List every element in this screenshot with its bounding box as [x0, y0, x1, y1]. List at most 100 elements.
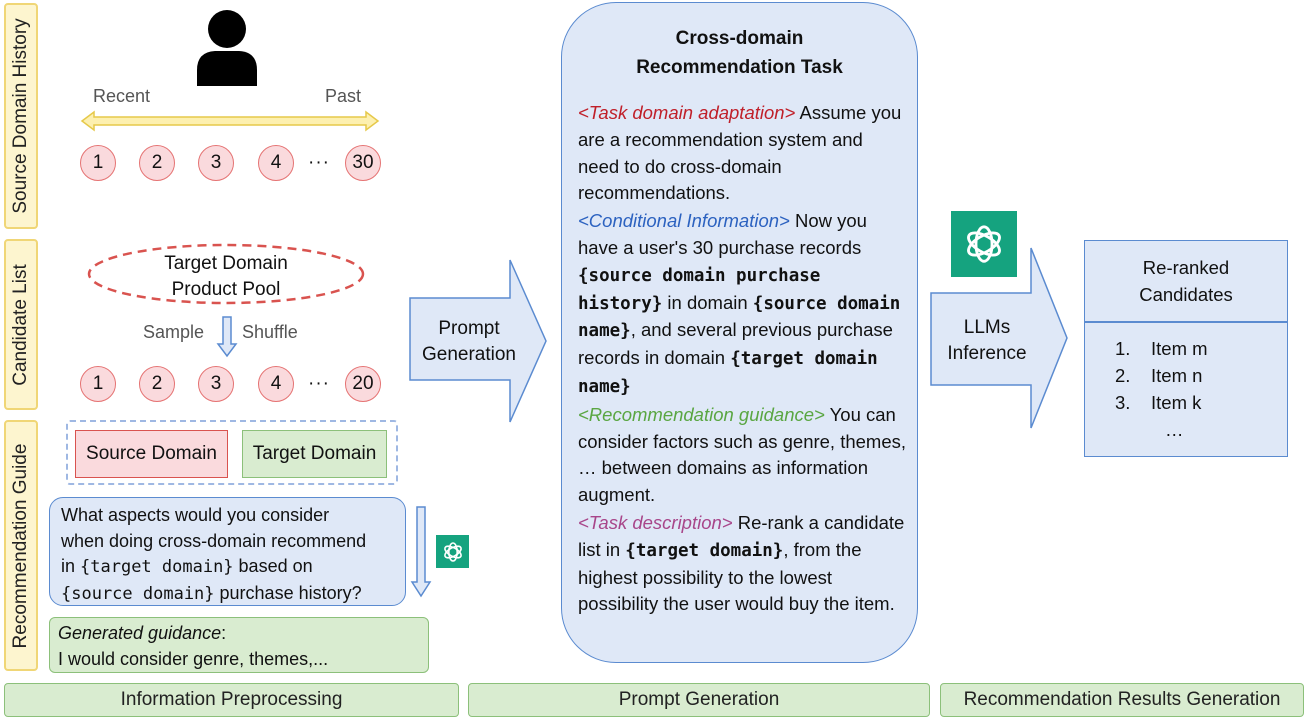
side-label-recommendation-guide: Recommendation Guide	[4, 420, 38, 671]
task-placeholder: {source domain purchase history}	[578, 265, 821, 314]
question-fragment: based on	[233, 556, 313, 576]
candidate-item: 1	[80, 366, 116, 402]
side-label-candidate-list: Candidate List	[4, 239, 38, 410]
generated-guidance-colon: :	[221, 623, 227, 643]
llm-inference-arrow	[930, 247, 1068, 429]
history-item: 1	[80, 145, 116, 181]
generated-guidance-label: Generated guidance	[58, 623, 222, 643]
shuffle-label: Shuffle	[242, 322, 298, 342]
side-label-text: Recommendation Guide	[10, 443, 31, 648]
prompt-generation-arrow-label: Prompt Generation	[410, 316, 528, 368]
question-code: {target domain}	[80, 557, 234, 577]
arrow-label-line: LLMs	[963, 317, 1011, 338]
ranked-item-label: Item n	[1151, 365, 1203, 386]
task-body: <Task domain adaptation> Assume you are …	[578, 100, 908, 618]
task-text: Now you have a user's 30 purchase record…	[578, 210, 867, 258]
reranked-candidates-box	[1084, 240, 1288, 457]
generated-guidance-text: Generated guidance: I would consider gen…	[58, 620, 428, 672]
ranked-item-number: 1.	[1115, 338, 1131, 359]
chatgpt-logo-icon	[436, 535, 469, 568]
question-code: {source domain}	[61, 583, 215, 604]
stage-prompt-generation: Prompt Generation	[468, 683, 930, 717]
ranked-item: 1. Item m	[1115, 338, 1208, 360]
task-text: You can consider factors such as genre, …	[578, 403, 907, 506]
timeline-double-arrow	[80, 110, 380, 132]
ranked-item-label: Item k	[1151, 392, 1202, 413]
recent-label: Recent	[93, 86, 151, 106]
task-title-line: Recommendation Task	[636, 57, 843, 78]
past-label: Past	[325, 86, 362, 106]
question-line: {source domain} purchase history?	[61, 581, 406, 608]
ranked-item-label: Item m	[1151, 338, 1208, 359]
generated-guidance-header: Generated guidance:	[58, 620, 428, 646]
task-title-line: Cross-domain	[675, 28, 804, 49]
question-line: What aspects would you consider	[61, 505, 330, 525]
question-fragment: purchase history?	[214, 582, 362, 603]
task-text: in domain	[662, 291, 753, 313]
tag-task-domain-adaptation: <Task domain adaptation>	[578, 102, 796, 123]
user-icon	[197, 10, 257, 86]
task-guidance-paragraph: <Recommendation guidance> You can consid…	[578, 402, 908, 509]
task-conditional-paragraph: <Conditional Information> Now you have a…	[578, 208, 908, 401]
task-panel	[561, 2, 918, 663]
tag-task-description: <Task description>	[578, 511, 733, 533]
guide-down-arrow-icon	[410, 506, 432, 598]
generated-guidance-content: I would consider genre, themes,...	[58, 649, 329, 669]
history-item: 2	[139, 145, 175, 181]
task-description-paragraph: <Task description> Re-rank a candidate l…	[578, 510, 908, 618]
target-pool-label: Target Domain Product Pool	[86, 251, 366, 303]
arrow-label-line: Prompt	[438, 318, 500, 339]
down-arrow-icon	[216, 316, 238, 358]
target-pool-ellipse	[87, 243, 365, 305]
question-fragment: in	[61, 556, 81, 576]
task-text: , and several previous purchase records …	[578, 319, 893, 369]
candidate-item: 3	[198, 366, 234, 402]
guide-question-bubble	[49, 497, 406, 606]
source-domain-box: Source Domain	[75, 430, 228, 478]
task-text: Assume you are a recommendation system a…	[578, 102, 902, 204]
candidate-item: 4	[258, 366, 294, 402]
ranked-item: 2. Item n	[1115, 365, 1202, 387]
chatgpt-logo-large-icon	[951, 211, 1017, 277]
pool-line: Target Domain	[164, 253, 288, 274]
task-adaptation-paragraph: <Task domain adaptation> Assume you are …	[578, 100, 908, 207]
target-domain-box: Target Domain	[242, 430, 387, 478]
arrow-label-line: Generation	[421, 344, 516, 365]
candidate-ellipsis: ···	[308, 373, 330, 394]
task-placeholder: {target domain name}	[578, 349, 878, 397]
reranked-title-line: Candidates	[1139, 284, 1233, 305]
tag-recommendation-guidance: <Recommendation guidance>	[578, 403, 825, 425]
arrow-label-line: Inference	[947, 343, 1027, 364]
sample-label: Sample	[143, 322, 205, 342]
stage-results-generation: Recommendation Results Generation	[940, 683, 1304, 717]
side-label-source-history: Source Domain History	[4, 3, 38, 229]
task-placeholder: {target domain}	[625, 540, 784, 561]
ranked-item-number: 2.	[1115, 365, 1131, 386]
question-line: in {target domain} based on	[61, 554, 406, 581]
generated-guidance-box	[49, 617, 429, 673]
stage-information-preprocessing: Information Preprocessing	[4, 683, 459, 717]
ranked-item: 3. Item k	[1115, 392, 1201, 414]
reranked-title-line: Re-ranked	[1142, 257, 1230, 278]
candidate-item: 20	[345, 366, 381, 402]
prompt-generation-arrow	[409, 259, 547, 423]
reranked-divider	[1084, 321, 1288, 323]
history-ellipsis: ···	[308, 152, 330, 173]
guide-question-text: What aspects would you consider when doi…	[61, 503, 406, 607]
ranked-item-number: 3.	[1115, 392, 1131, 413]
question-line: when doing cross-domain recommend	[61, 530, 367, 551]
history-item: 3	[198, 145, 234, 181]
task-placeholder: {source domain name}	[578, 293, 901, 342]
pool-line: Product Pool	[171, 279, 281, 300]
candidate-item: 2	[139, 366, 175, 402]
ranked-more-ellipsis: …	[1165, 419, 1184, 440]
llm-inference-arrow-label: LLMs Inference	[931, 315, 1043, 367]
tag-conditional-information: <Conditional Information>	[578, 210, 790, 232]
task-title: Cross-domain Recommendation Task	[561, 24, 918, 82]
history-item: 4	[258, 145, 294, 181]
side-label-text: Source Domain History	[10, 18, 31, 214]
task-text: , from the highest possibility to the lo…	[578, 538, 895, 615]
side-label-text: Candidate List	[10, 263, 31, 386]
reranked-title: Re-ranked Candidates	[1084, 254, 1288, 308]
domain-pair-box	[66, 420, 398, 485]
